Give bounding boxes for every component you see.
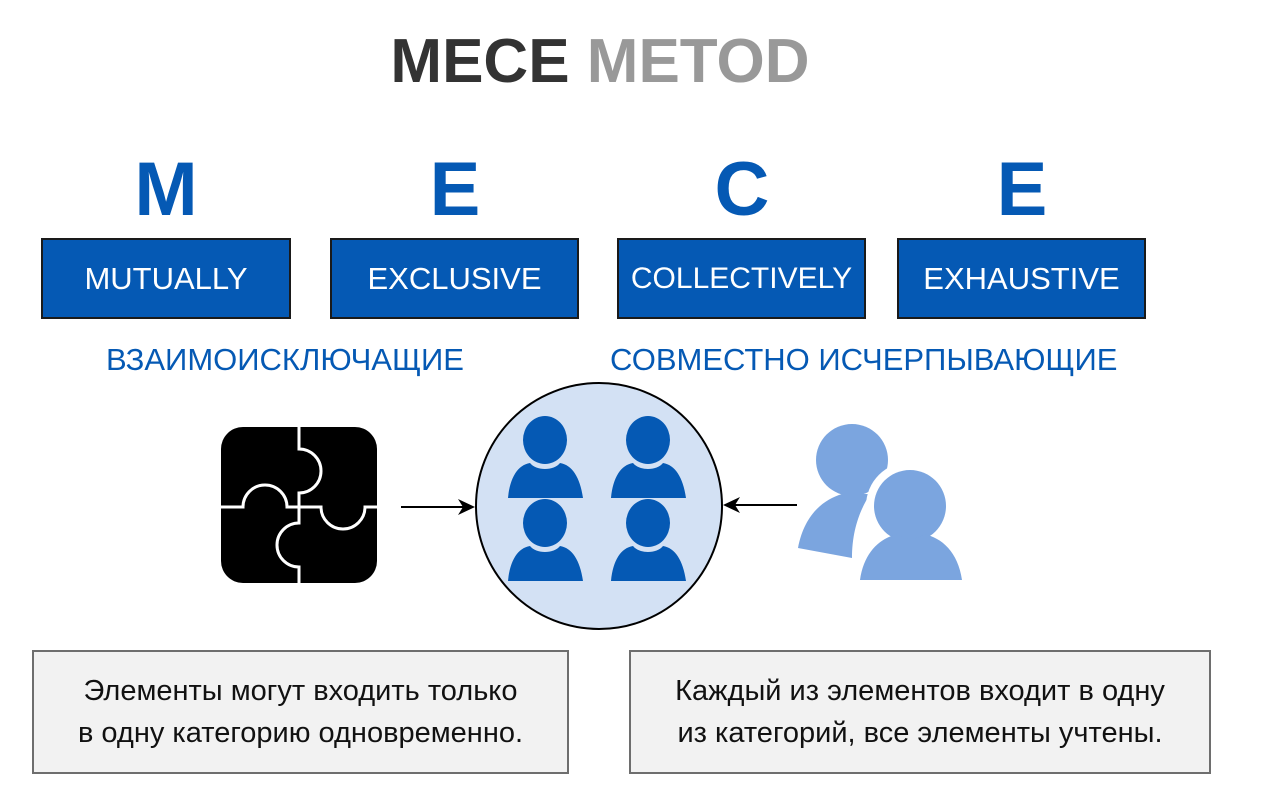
- word-box-exclusive: EXCLUSIVE: [330, 238, 579, 319]
- title-metod: METOD: [586, 27, 810, 96]
- word-exhaustive: EXHAUSTIVE: [923, 260, 1120, 296]
- letter-c: C: [714, 147, 770, 232]
- word-box-mutually: MUTUALLY: [41, 238, 291, 319]
- group-of-four-users-icon: [475, 382, 723, 630]
- translation-mutually-exclusive: ВЗАИМОИСКЛЮЧАЩИЕ: [106, 342, 464, 377]
- page-title: MECE METOD: [0, 24, 1200, 100]
- description-left-line2: в одну категорию одновременно.: [77, 717, 524, 749]
- puzzle-icon: [221, 427, 377, 583]
- description-right-line1: Каждый из элементов входит в одну: [675, 675, 1165, 707]
- word-box-exhaustive: EXHAUSTIVE: [897, 238, 1146, 319]
- letter-e2: E: [996, 147, 1048, 232]
- letter-m: M: [134, 147, 198, 232]
- description-box-collectively-exhaustive: Каждый из элементов входит в одну из кат…: [629, 650, 1211, 774]
- arrow-left-icon: [723, 497, 797, 513]
- arrow-right-icon: [401, 499, 475, 515]
- word-exclusive: EXCLUSIVE: [367, 260, 542, 296]
- description-box-mutually-exclusive: Элементы могут входить только в одну кат…: [32, 650, 569, 774]
- description-left-line1: Элементы могут входить только: [83, 675, 518, 707]
- description-right-line2: из категорий, все элементы учтены.: [677, 717, 1163, 749]
- two-users-icon: [798, 424, 974, 590]
- word-collectively: COLLECTIVELY: [630, 261, 853, 295]
- title-mece: MECE: [390, 27, 570, 96]
- letter-e1: E: [429, 147, 481, 232]
- word-mutually: MUTUALLY: [84, 260, 248, 296]
- word-box-collectively: COLLECTIVELY: [617, 238, 866, 319]
- translation-collectively-exhaustive: СОВМЕСТНО ИСЧЕРПЫВАЮЩИЕ: [610, 342, 1118, 377]
